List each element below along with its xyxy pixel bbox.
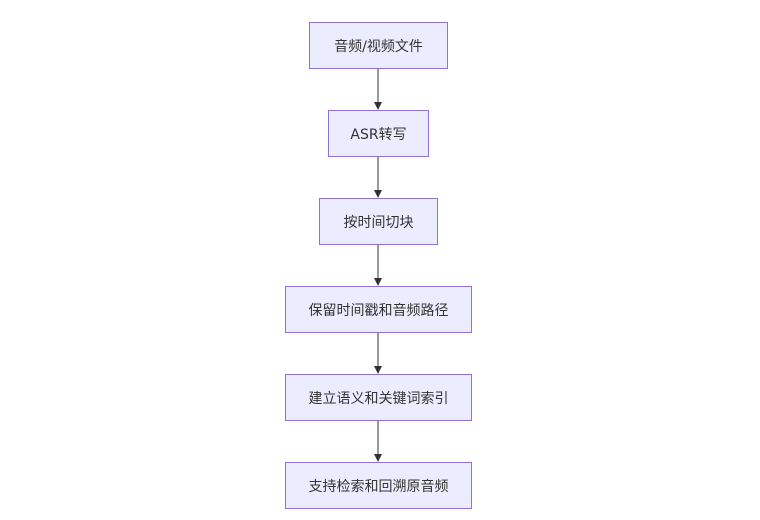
node-time-chunking: 按时间切块 xyxy=(319,198,438,245)
node-keep-timestamps: 保留时间戳和音频路径 xyxy=(285,286,472,333)
node-media-file-label: 音频/视频文件 xyxy=(334,38,423,55)
node-media-file: 音频/视频文件 xyxy=(309,22,448,69)
node-build-index: 建立语义和关键词索引 xyxy=(285,374,472,421)
node-asr-transcription-label: ASR转写 xyxy=(350,126,407,143)
node-search-trace-back-label: 支持检索和回溯原音频 xyxy=(308,478,449,495)
node-search-trace-back: 支持检索和回溯原音频 xyxy=(285,462,472,509)
node-time-chunking-label: 按时间切块 xyxy=(343,214,414,231)
node-asr-transcription: ASR转写 xyxy=(328,110,429,157)
node-build-index-label: 建立语义和关键词索引 xyxy=(308,390,449,407)
node-keep-timestamps-label: 保留时间戳和音频路径 xyxy=(308,302,449,319)
